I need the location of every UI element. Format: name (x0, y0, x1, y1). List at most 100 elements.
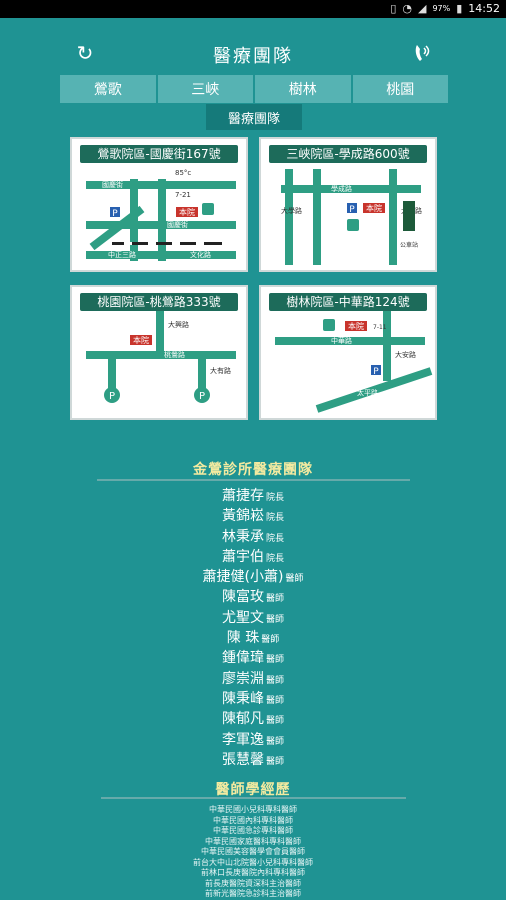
signal-icon: ◢ (417, 2, 427, 15)
qualifications-title: 醫師學經歷 (215, 782, 291, 798)
map-road (198, 357, 206, 395)
qualification-item: 前林口長庚醫院內科專科醫師 (201, 868, 305, 877)
page-title: 醫療團隊 (213, 46, 293, 67)
map-road (86, 251, 236, 259)
railway-gap (124, 242, 132, 245)
parking-icon (371, 365, 381, 375)
doctor-role: 醫師 (265, 655, 284, 666)
phone-icon[interactable] (410, 42, 434, 64)
doctor-item: 鍾偉瑋醫師 (0, 648, 506, 668)
doctor-item: 陳 珠醫師 (0, 628, 506, 648)
doctor-name: 陳郁凡 (221, 711, 264, 728)
map-road (281, 185, 421, 193)
qualification-item: 中華民國美容醫學會會員醫師 (201, 847, 305, 856)
tab-sanxia[interactable]: 三峽 (157, 75, 253, 103)
doctor-name: 蕭宇伯 (221, 548, 264, 565)
tab-taoyuan[interactable]: 桃園 (352, 75, 448, 103)
map-label: 本院 (179, 207, 195, 217)
map-label: 學成路 (331, 184, 352, 193)
map-yingge[interactable]: 鶯歌院區-國慶街167號 P 本院 85°c 7-21 國慶街 國慶街 中正三路… (70, 137, 248, 272)
map-label: 太平路 (357, 388, 378, 397)
map-label: 大興路 (168, 320, 189, 329)
railway-gap (172, 242, 180, 245)
map-taoyuan-svg: 桃鶯路 大興路 大有路 本院 P P (86, 311, 236, 403)
doctor-role: 院長 (265, 553, 284, 564)
team-title: 金鶯診所醫療團隊 (193, 462, 313, 478)
doctor-name: 陳秉峰 (221, 690, 264, 707)
clock: 14:52 (468, 2, 500, 15)
doctor-name: 林秉承 (221, 528, 264, 545)
map-label: 國慶街 (102, 180, 123, 189)
map-road (89, 205, 145, 251)
doctor-name: 尤聖文 (221, 609, 264, 626)
doctor-name: 黃錦崧 (221, 508, 264, 525)
landmark-block (403, 201, 415, 231)
doctor-item: 蕭捷存院長 (0, 486, 506, 506)
map-label: 文化路 (190, 250, 211, 259)
qualification-item: 前長庚醫院資深科主治醫師 (205, 878, 301, 888)
doctor-role: 醫師 (285, 574, 304, 585)
wifi-icon: ◔ (402, 2, 412, 15)
map-label: 7-21 (175, 191, 191, 199)
parking-icon (104, 387, 120, 403)
phone-icon-svg (415, 45, 430, 61)
map-shulin[interactable]: 樹林院區-中華路124號 中華路 太平路 大安路 本院 7-11 P (259, 285, 437, 420)
map-sanxia[interactable]: 三峽院區-學成路600號 學成路 大學路 大義路 P 本院 公車站 (259, 137, 437, 272)
qualification-item: 中華民國家庭醫科專科醫師 (205, 836, 301, 846)
map-label: 大有路 (210, 366, 231, 375)
map-road (389, 169, 397, 265)
doctor-role: 醫師 (265, 614, 284, 625)
map-taoyuan[interactable]: 桃園院區-桃鶯路333號 桃鶯路 大興路 大有路 本院 P P (70, 285, 248, 420)
map-label: 中正三路 (108, 250, 136, 259)
app-bar: ↻ 醫療團隊 (0, 34, 506, 74)
qualification-item: 前台大中山北院醫小兒科專科醫師 (193, 857, 313, 867)
doctor-item: 李軍逸醫師 (0, 730, 506, 750)
vibrate-icon: ▯ (390, 2, 397, 15)
refresh-icon[interactable]: ↻ (76, 41, 94, 65)
doctor-name: 李軍逸 (221, 731, 264, 748)
status-bar: ▯ ◔ ◢ 97% ▮ 14:52 (0, 0, 506, 18)
map-label: 大學路 (281, 206, 302, 215)
tab-medical-team[interactable]: 醫療團隊 (206, 104, 302, 130)
hospital-marker (130, 335, 152, 345)
doctor-item: 陳郁凡醫師 (0, 709, 506, 729)
battery-level: 97% (432, 4, 451, 13)
railway-gap (148, 242, 156, 245)
doctor-item: 陳富玫醫師 (0, 587, 506, 607)
map-road (156, 311, 164, 357)
map-label: 桃鶯路 (164, 350, 185, 359)
map-road (285, 169, 293, 265)
doctor-list: 蕭捷存院長黃錦崧院長林秉承院長蕭宇伯院長蕭捷健(小蕭)醫師陳富玫醫師尤聖文醫師陳… (0, 486, 506, 770)
map-road (108, 357, 116, 395)
map-label: 中華路 (331, 336, 352, 345)
doctor-role: 醫師 (265, 716, 284, 727)
doctor-name: 鍾偉瑋 (221, 650, 264, 667)
tab-yingge[interactable]: 鶯歌 (60, 75, 156, 103)
qualification-item: 中華民國急診專科醫師 (213, 826, 293, 835)
map-label: 公車站 (400, 241, 418, 249)
doctor-role: 院長 (265, 533, 284, 544)
map-label: 本院 (348, 321, 364, 331)
map-road (158, 179, 166, 261)
map-road (275, 337, 425, 345)
doctor-role: 醫師 (265, 594, 284, 605)
map-road (315, 367, 433, 413)
doctor-name: 蕭捷健(小蕭) (202, 569, 284, 586)
railway-gap (196, 242, 204, 245)
map-label: P (349, 205, 355, 215)
tab-shulin[interactable]: 樹林 (255, 75, 351, 103)
map-sanxia-svg: 學成路 大學路 大義路 P 本院 公車站 (281, 169, 422, 265)
bus-icon (347, 219, 359, 231)
doctor-item: 林秉承院長 (0, 527, 506, 547)
map-road (383, 311, 391, 381)
map-title-taoyuan: 桃園院區-桃鶯路333號 (80, 293, 238, 311)
branch-tabs: 鶯歌 三峽 樹林 桃園 (60, 75, 448, 103)
hospital-marker (363, 203, 385, 213)
doctor-role: 醫師 (265, 695, 284, 706)
qualification-item: 前新光醫院急診科主治醫師 (205, 889, 301, 898)
map-label: P (112, 209, 118, 219)
doctor-name: 張慧馨 (221, 751, 264, 768)
doctor-item: 尤聖文醫師 (0, 608, 506, 628)
railway (112, 242, 222, 245)
map-label: 7-11 (373, 324, 387, 331)
